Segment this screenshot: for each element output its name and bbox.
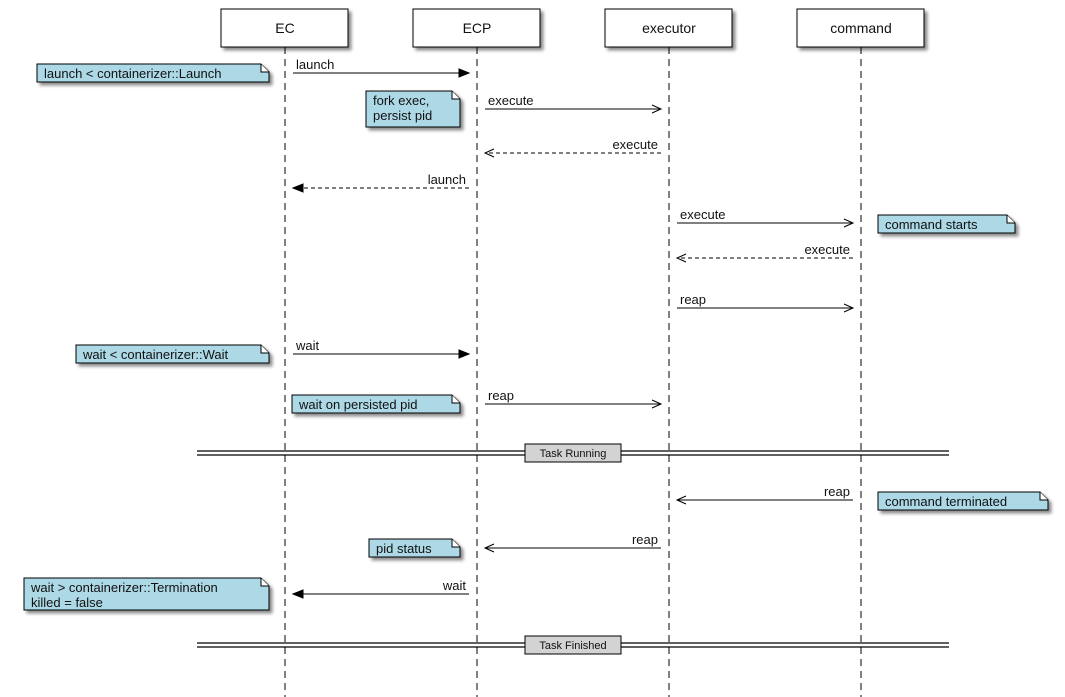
note-text: wait < containerizer::Wait bbox=[82, 347, 228, 362]
message-label: execute bbox=[488, 93, 534, 108]
participant-box bbox=[220, 8, 349, 48]
divider-label-box bbox=[524, 443, 622, 463]
note-body bbox=[23, 577, 270, 611]
arrowhead-open-icon bbox=[675, 253, 687, 263]
divider-label: Task Running bbox=[540, 448, 607, 460]
note-body bbox=[365, 90, 461, 128]
message-label: execute bbox=[612, 137, 658, 152]
message-reap: reap bbox=[675, 484, 853, 505]
message-wait: wait bbox=[293, 338, 471, 359]
participants: EC ECP executor command bbox=[220, 8, 925, 48]
arrowhead-open-icon bbox=[843, 218, 855, 228]
participant-ecp: ECP bbox=[412, 8, 541, 48]
note: pid status bbox=[368, 538, 461, 558]
participant-box bbox=[604, 8, 733, 48]
message-execute: execute bbox=[677, 207, 855, 228]
participant-command: command bbox=[796, 8, 925, 48]
note: launch < containerizer::Launch bbox=[36, 63, 270, 83]
messages: launch execute execute launch execute execute… bbox=[291, 57, 855, 599]
note-fold-icon bbox=[451, 539, 460, 548]
arrowhead-filled-icon bbox=[291, 183, 304, 193]
note-text: wait > containerizer::Termination bbox=[30, 580, 218, 595]
participant-label: EC bbox=[275, 20, 294, 36]
message-label: reap bbox=[488, 388, 514, 403]
arrowhead-filled-icon bbox=[458, 68, 471, 78]
arrowhead-filled-icon bbox=[458, 349, 471, 359]
message-label: wait bbox=[442, 578, 467, 593]
message-label: execute bbox=[804, 242, 850, 257]
note-fold-icon bbox=[260, 345, 269, 354]
participant-ec: EC bbox=[220, 8, 349, 48]
note-text: command terminated bbox=[885, 494, 1007, 509]
message-execute: execute bbox=[483, 137, 661, 158]
message-label: launch bbox=[296, 57, 334, 72]
participant-executor: executor bbox=[604, 8, 733, 48]
message-label: reap bbox=[680, 292, 706, 307]
note-fold-icon bbox=[260, 64, 269, 73]
message-label: launch bbox=[428, 172, 466, 187]
message-execute: execute bbox=[485, 93, 663, 114]
participant-label: executor bbox=[642, 20, 696, 36]
note: wait > containerizer::Terminationkilled … bbox=[23, 577, 270, 611]
arrowhead-open-icon bbox=[483, 543, 495, 553]
divider: Task Running bbox=[197, 443, 949, 463]
message-execute: execute bbox=[675, 242, 853, 263]
note-fold-icon bbox=[451, 91, 460, 100]
note-fold-icon bbox=[451, 395, 460, 404]
note-body bbox=[368, 538, 461, 558]
note-text: persist pid bbox=[373, 108, 432, 123]
note-text: command starts bbox=[885, 217, 978, 232]
lifelines bbox=[284, 47, 862, 697]
note-body bbox=[75, 344, 270, 364]
note: fork exec,persist pid bbox=[365, 90, 461, 128]
arrowhead-open-icon bbox=[651, 399, 663, 409]
arrowhead-open-icon bbox=[483, 148, 495, 158]
message-wait: wait bbox=[291, 578, 469, 599]
note: command terminated bbox=[877, 491, 1049, 511]
note-text: wait on persisted pid bbox=[298, 397, 418, 412]
participant-label: ECP bbox=[463, 20, 492, 36]
divider-label: Task Finished bbox=[539, 640, 606, 652]
message-label: reap bbox=[824, 484, 850, 499]
arrowhead-open-icon bbox=[675, 495, 687, 505]
participant-box bbox=[412, 8, 541, 48]
note-fold-icon bbox=[260, 578, 269, 587]
note-body bbox=[877, 491, 1049, 511]
divider-label-box bbox=[524, 635, 622, 655]
message-label: wait bbox=[295, 338, 320, 353]
note: wait < containerizer::Wait bbox=[75, 344, 270, 364]
note-fold-icon bbox=[1039, 492, 1048, 501]
arrowhead-filled-icon bbox=[291, 589, 304, 599]
message-label: execute bbox=[680, 207, 726, 222]
note-text: launch < containerizer::Launch bbox=[44, 66, 221, 81]
note: command starts bbox=[877, 214, 1016, 234]
message-label: reap bbox=[632, 532, 658, 547]
note-text: pid status bbox=[376, 541, 432, 556]
note-body bbox=[877, 214, 1016, 234]
note-fold-icon bbox=[1006, 215, 1015, 224]
message-reap: reap bbox=[677, 292, 855, 313]
note-body bbox=[291, 394, 461, 414]
participant-label: command bbox=[830, 20, 891, 36]
note-text: fork exec, bbox=[373, 93, 429, 108]
arrowhead-open-icon bbox=[651, 104, 663, 114]
arrowhead-open-icon bbox=[843, 303, 855, 313]
message-reap: reap bbox=[483, 532, 661, 553]
note-text: killed = false bbox=[31, 595, 103, 610]
participant-box bbox=[796, 8, 925, 48]
message-launch: launch bbox=[291, 172, 469, 193]
message-reap: reap bbox=[485, 388, 663, 409]
note-body bbox=[36, 63, 270, 83]
note: wait on persisted pid bbox=[291, 394, 461, 414]
message-launch: launch bbox=[293, 57, 471, 78]
divider: Task Finished bbox=[197, 635, 949, 655]
